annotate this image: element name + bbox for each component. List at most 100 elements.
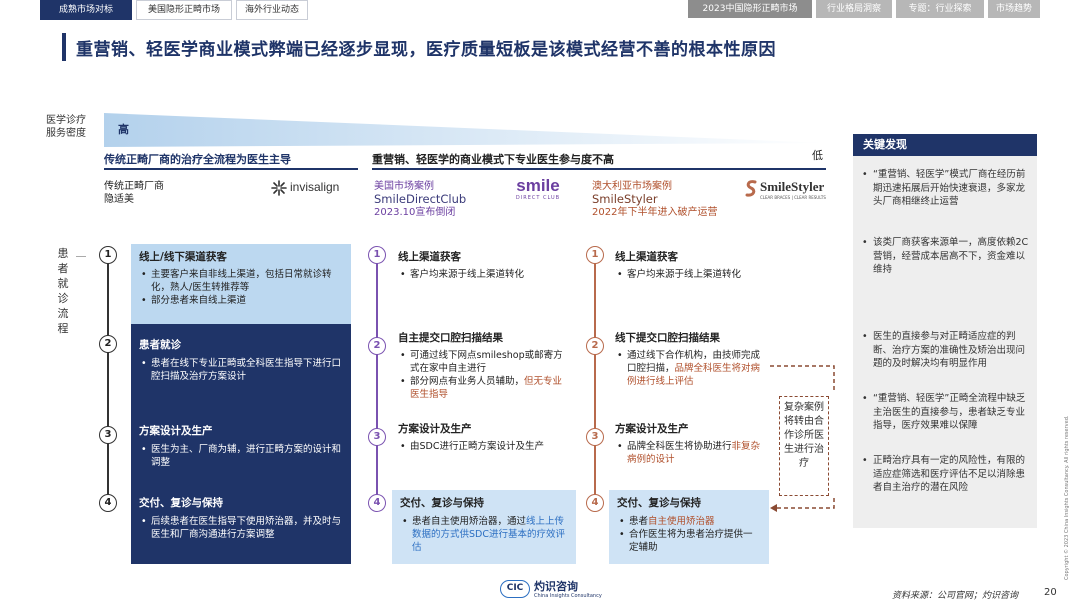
invisalign-mark-icon <box>271 180 287 196</box>
findings-header: 关键发现 <box>853 134 1037 156</box>
col1-step3-title: 方案设计及生产 <box>139 425 213 437</box>
sdc-case-status: 2023.10宣布倒闭 <box>374 207 456 218</box>
smilestyler-case: 澳大利亚市场案例 SmileStyler 2022年下半年进入破产运营 <box>592 180 717 219</box>
col1-step1-bullet1: 主要客户来自非线上渠道，包括日常就诊转化，熟人/医生转推荐等 <box>139 268 343 294</box>
process-bracket <box>76 256 86 257</box>
smilestyler-case-status: 2022年下半年进入破产运营 <box>592 207 718 218</box>
tab-topic-exploration[interactable]: 专题：行业探索 <box>896 0 984 18</box>
col2-step2-number: 2 <box>368 337 386 355</box>
sdc-logo-sub: DIRECT CLUB <box>515 195 561 201</box>
col3-step4-number: 4 <box>586 494 604 512</box>
col3-step2-title: 线下提交口腔扫描结果 <box>615 332 720 344</box>
col2-step3-number: 3 <box>368 428 386 446</box>
col2-step2-bullet2: 部分网点有业务人员辅助，但无专业医生指导 <box>398 375 570 401</box>
tab-market-trend[interactable]: 市场趋势 <box>988 0 1040 18</box>
col2-step1-number: 1 <box>368 246 386 264</box>
col2-step1: 线上渠道获客 客户均来源于线上渠道转化 <box>398 250 570 281</box>
col3-step1: 线上渠道获客 客户均来源于线上渠道转化 <box>615 250 765 281</box>
col1-step4-title: 交付、复诊与保持 <box>139 497 223 509</box>
col3-step1-number: 1 <box>586 246 604 264</box>
page-number: 20 <box>1044 587 1057 598</box>
col2-step4-card: 交付、复诊与保持 患者自主使用矫治器，通过线上上传数据的方式供SDC进行基本的疗… <box>392 490 576 564</box>
col2-step4-bullet1-highlight: 线上上传数据的方式供SDC进行基本的疗效评估 <box>412 516 565 553</box>
col3-step4-bullet1: 患者自主使用矫治器 <box>617 515 761 528</box>
col2-step4-bullet1-text: 患者自主使用矫治器，通过 <box>412 516 527 527</box>
col1-step2-bullet1: 患者在线下专业正畸或全科医生指导下进行口腔扫描及治疗方案设计 <box>139 357 345 383</box>
complex-case-arrows <box>770 365 835 512</box>
col2-step2-bullet2-text: 部分网点有业务人员辅助， <box>410 376 525 387</box>
invisalign-wordmark: invisalign <box>290 180 340 194</box>
cic-logo-sub: China Insights Consultancy <box>534 593 602 599</box>
col1-step4-number: 4 <box>99 494 117 512</box>
col1-step4: 交付、复诊与保持 后续患者在医生指导下使用矫治器，并及时与医生和厂商沟通进行方案… <box>139 496 345 541</box>
traditional-header: 传统正畸厂商的治疗全流程为医生主导 <box>104 153 291 166</box>
sdc-logo: smile DIRECT CLUB <box>510 177 566 211</box>
invisalign-logo: invisalign <box>270 178 350 198</box>
tab-industry-landscape[interactable]: 行业格局洞察 <box>816 0 892 18</box>
finding-item-4: “重营销、轻医学”正畸全流程中缺乏主治医生的直接参与，患者缺乏专业指导，医疗效果… <box>861 392 1031 433</box>
col3-step3-bullet1: 品牌全科医生将协助进行非复杂病例的设计 <box>615 440 765 466</box>
sdc-case: 美国市场案例 SmileDirectClub 2023.10宣布倒闭 <box>374 180 466 219</box>
findings-panel: “重营销、轻医学”模式厂商在经历前期迅速拓展后开始快速衰退，多家龙头厂商相继终止… <box>853 156 1037 528</box>
col2-step4-number: 4 <box>368 494 386 512</box>
tab-us-aligner-market[interactable]: 美国隐形正畸市场 <box>136 0 232 20</box>
col1-step1-number: 1 <box>99 246 117 264</box>
col2-step3: 方案设计及生产 由SDC进行正畸方案设计及生产 <box>398 422 570 453</box>
col1-step1-bullet2: 部分患者来自线上渠道 <box>139 294 343 307</box>
col2-step2-bullet1: 可通过线下网点smileshop或邮寄方式在家中自主进行 <box>398 349 570 375</box>
col2-step4-title: 交付、复诊与保持 <box>400 497 484 509</box>
density-label-line1: 医学诊疗 <box>46 115 86 126</box>
col3-connector-line <box>594 262 596 502</box>
cic-logo-mark: CIC <box>500 580 530 598</box>
col1-step1-title: 线上/线下渠道获客 <box>139 251 227 263</box>
col2-step2-bullet2-highlight: 但无专业医生指导 <box>410 376 563 400</box>
col2-step1-title: 线上渠道获客 <box>398 251 461 263</box>
col1-step3-number: 3 <box>99 426 117 444</box>
smilestyler-case-label: 澳大利亚市场案例 <box>592 181 672 192</box>
col3-step4-bullet1-highlight: 自主使用矫治器 <box>648 516 715 527</box>
traditional-company-line2: 隐适美 <box>104 194 134 205</box>
density-label-line2: 服务密度 <box>46 128 86 139</box>
tab-mature-market[interactable]: 成熟市场对标 <box>40 0 132 20</box>
process-label: 患者就诊流程 <box>57 247 69 335</box>
col3-step3-bullet1-highlight: 非复杂病例的设计 <box>627 441 761 465</box>
col3-step3-number: 3 <box>586 428 604 446</box>
col3-step4-bullet1-text: 患者 <box>629 516 649 527</box>
traditional-header-underline <box>104 168 358 170</box>
smilestyler-wordmark: SmileStyler <box>760 179 825 194</box>
col3-step1-title: 线上渠道获客 <box>615 251 678 263</box>
tab-overseas-news[interactable]: 海外行业动态 <box>236 0 308 20</box>
density-low-label: 低 <box>812 149 823 162</box>
cic-logo-text: 灼识咨询 <box>534 580 578 593</box>
smilestyler-case-name: SmileStyler <box>592 192 658 206</box>
col3-step3: 方案设计及生产 品牌全科医生将协助进行非复杂病例的设计 <box>615 422 765 466</box>
finding-item-1: “重营销、轻医学”模式厂商在经历前期迅速拓展后开始快速衰退，多家龙头厂商相继终止… <box>861 168 1031 209</box>
col3-step2-number: 2 <box>586 337 604 355</box>
col3-step2-bullet1: 通过线下合作机构，由技师完成口腔扫描，品牌全科医生将对病例进行线上评估 <box>615 349 765 388</box>
density-label: 医学诊疗 服务密度 <box>46 114 86 140</box>
density-gradient-wedge <box>104 113 826 147</box>
smilestyler-tagline: CLEAR BRACES | CLEAR RESULTS <box>760 195 826 200</box>
col1-step3: 方案设计及生产 医生为主、厂商为辅，进行正畸方案的设计和调整 <box>139 424 345 469</box>
col3-step2-bullet1-highlight: 品牌全科医生将对病例进行线上评估 <box>627 363 761 387</box>
col1-step1-card: 线上/线下渠道获客 主要客户来自非线上渠道，包括日常就诊转化，熟人/医生转推荐等… <box>131 244 351 324</box>
smilestyler-logo: SmileStyler CLEAR BRACES | CLEAR RESULTS <box>744 178 834 204</box>
finding-item-3: 医生的直接参与对正畸适应症的判断、治疗方案的准确性及矫治出现问题的及时解决均有明… <box>861 330 1031 371</box>
copyright-vertical: Copyright © 2023 China Insights Consulta… <box>1064 416 1072 580</box>
col1-step2-title: 患者就诊 <box>139 339 181 351</box>
source-note: 资料来源：公司官网；灼识咨询 <box>892 591 1019 601</box>
col1-step2: 患者就诊 患者在线下专业正畸或全科医生指导下进行口腔扫描及治疗方案设计 <box>139 338 345 383</box>
heavy-marketing-header: 重营销、轻医学的商业模式下专业医生参与度不高 <box>372 153 614 166</box>
col1-dark-panel: 患者就诊 患者在线下专业正畸或全科医生指导下进行口腔扫描及治疗方案设计 方案设计… <box>131 324 351 564</box>
tab-china-aligner-2023[interactable]: 2023中国隐形正畸市场 <box>688 0 812 18</box>
col3-step4-card: 交付、复诊与保持 患者自主使用矫治器 合作医生将为患者治疗提供一定辅助 <box>609 490 769 564</box>
finding-item-2: 该类厂商获客来源单一，高度依赖2C营销，经营成本居高不下，资金难以维持 <box>861 236 1031 277</box>
col3-step4-bullet2: 合作医生将为患者治疗提供一定辅助 <box>617 528 761 554</box>
col2-step2-title: 自主提交口腔扫描结果 <box>398 332 503 344</box>
density-high-label: 高 <box>118 123 129 136</box>
col3-step3-bullet1-text: 品牌全科医生将协助进行 <box>627 441 732 452</box>
col3-step2: 线下提交口腔扫描结果 通过线下合作机构，由技师完成口腔扫描，品牌全科医生将对病例… <box>615 331 765 388</box>
heavy-header-underline <box>372 168 826 170</box>
smilestyler-mark-icon <box>745 180 757 197</box>
finding-item-5: 正畸治疗具有一定的风险性，有限的适应症筛选和医疗评估不足以消除患者自主治疗的潜在… <box>861 454 1031 495</box>
